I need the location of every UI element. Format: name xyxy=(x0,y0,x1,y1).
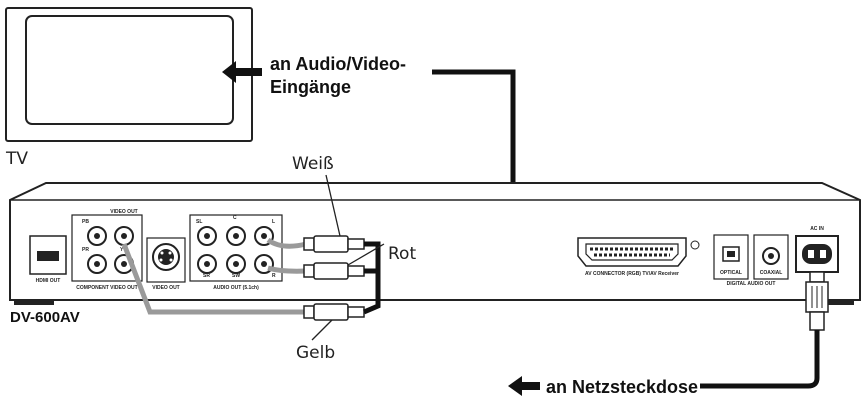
power-plug xyxy=(805,271,829,331)
r-label: R xyxy=(272,273,276,279)
rca-plug-white xyxy=(303,235,365,253)
coaxial-port xyxy=(753,234,789,280)
hdmi-out-label: HDMI OUT xyxy=(36,278,61,284)
power-cord xyxy=(700,330,820,389)
component-video-panel xyxy=(71,214,143,282)
video-out-label: VIDEO OUT xyxy=(152,285,180,291)
av-connector-label: AV CONNECTOR (RGB) TV/AV Receiver xyxy=(585,271,679,277)
arrow-left-icon xyxy=(222,61,262,83)
sr-label: SR xyxy=(203,273,210,279)
rca-plug-yellow xyxy=(303,303,365,321)
yellow-label: Gelb xyxy=(296,343,335,363)
audio-out-label: AUDIO OUT (5.1ch) xyxy=(213,285,259,291)
dvd-player-chassis xyxy=(9,182,861,305)
yellow-cable xyxy=(121,243,306,315)
pr-label: PR xyxy=(82,247,89,253)
tv-icon xyxy=(5,7,253,142)
sl-label: SL xyxy=(196,219,202,225)
white-label: Weiß xyxy=(292,154,334,174)
sw-label: SW xyxy=(232,273,240,279)
cable-bundle xyxy=(363,241,381,315)
pb-label: PB xyxy=(82,219,89,225)
digital-audio-out-label: DIGITAL AUDIO OUT xyxy=(727,281,776,287)
optical-label: OPTICAL xyxy=(720,270,742,276)
white-cable xyxy=(266,237,307,249)
av-inputs-line1: an Audio/Video- xyxy=(270,54,406,74)
optical-port xyxy=(713,234,749,280)
model-label: DV-600AV xyxy=(10,309,80,326)
red-cable xyxy=(267,265,307,274)
yellow-callout xyxy=(311,319,333,341)
coaxial-label: COAXIAL xyxy=(760,270,783,276)
outlet-label: an Netzsteckdose xyxy=(546,377,698,397)
white-callout xyxy=(325,174,341,237)
l-label: L xyxy=(272,219,275,225)
red-label: Rot xyxy=(388,244,416,264)
component-video-out-label: COMPONENT VIDEO OUT xyxy=(76,285,137,291)
ac-in-socket xyxy=(795,235,839,273)
s-video-port xyxy=(146,237,186,283)
av-inputs-line2: Eingänge xyxy=(270,77,351,97)
y-label: Y xyxy=(120,247,124,253)
arrow-left-icon xyxy=(508,376,540,396)
scart-connector xyxy=(577,237,700,267)
tv-label: TV xyxy=(5,149,28,169)
c-label: C xyxy=(233,215,237,221)
ac-in-label: AC IN xyxy=(810,226,824,232)
hdmi-port xyxy=(29,235,67,275)
red-callout xyxy=(347,243,385,266)
rca-plug-red xyxy=(303,262,365,280)
video-out-top-label: VIDEO OUT xyxy=(110,209,138,215)
